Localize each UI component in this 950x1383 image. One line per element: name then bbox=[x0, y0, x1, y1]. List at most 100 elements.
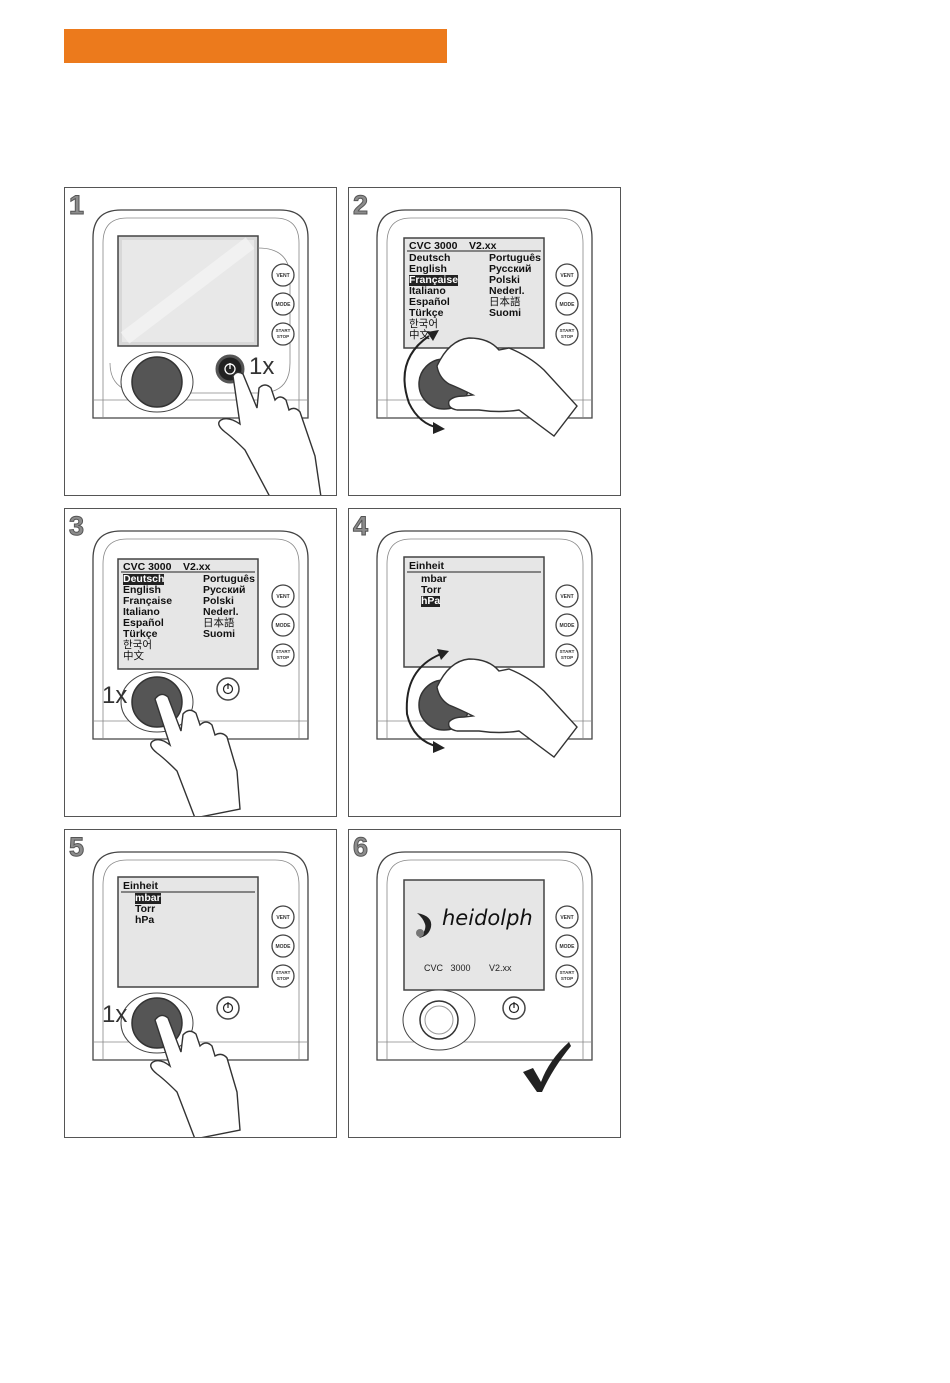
language-option[interactable]: Polski bbox=[203, 595, 234, 607]
vent-button bbox=[271, 584, 295, 608]
language-option[interactable]: Suomi bbox=[203, 628, 236, 640]
version-label: V2.xx bbox=[489, 963, 512, 973]
language-option[interactable]: Español bbox=[123, 617, 164, 629]
step-3-panel: VENT MODE START STOP 3 1x CVC 3000 V2.xx… bbox=[64, 508, 337, 817]
unit-option-selected[interactable]: mbar bbox=[135, 892, 161, 904]
pointing-hand bbox=[150, 1014, 241, 1137]
svg-text:STOP: STOP bbox=[561, 655, 573, 660]
pointing-hand bbox=[218, 371, 322, 495]
checkmark-icon bbox=[523, 1042, 571, 1092]
svg-text:START: START bbox=[560, 970, 575, 975]
svg-text:START: START bbox=[276, 328, 291, 333]
svg-text:MODE: MODE bbox=[560, 944, 576, 950]
language-option-selected[interactable]: Française bbox=[409, 274, 459, 286]
svg-text:VENT: VENT bbox=[276, 915, 289, 921]
version-label: V2.xx bbox=[469, 240, 497, 252]
start-stop-button bbox=[271, 964, 295, 988]
language-option[interactable]: 日本語 bbox=[203, 617, 235, 629]
press-count-label: 1x bbox=[102, 682, 128, 709]
step-6-panel: VENT MODE START STOP 6 heidolph CVC 3000… bbox=[348, 829, 621, 1138]
press-count-label: 1x bbox=[249, 353, 275, 380]
step-1-panel: VENT MODE START STOP 1 1x bbox=[64, 187, 337, 496]
language-option[interactable]: Italiano bbox=[409, 285, 446, 297]
controller-illustration: VENT MODE START STOP bbox=[376, 530, 593, 758]
language-menu: CVC 3000 V2.xx Deutsch English Française… bbox=[409, 241, 541, 345]
language-option[interactable]: Русский bbox=[489, 263, 532, 275]
controller-illustration: VENT MODE START STOP bbox=[92, 851, 309, 1137]
mode-button bbox=[555, 613, 579, 637]
unit-menu-title: Einheit bbox=[123, 880, 159, 892]
step-number: 2 bbox=[352, 190, 369, 221]
step-4-panel: VENT MODE START STOP 4 Einheit mbar Torr… bbox=[348, 508, 621, 817]
language-option[interactable]: Polski bbox=[489, 274, 520, 286]
unit-option[interactable]: hPa bbox=[135, 914, 155, 926]
step-number: 6 bbox=[352, 832, 369, 863]
language-option[interactable]: Türkçe bbox=[409, 307, 444, 319]
language-option[interactable]: Русский bbox=[203, 584, 246, 596]
start-stop-button bbox=[555, 643, 579, 667]
svg-text:VENT: VENT bbox=[560, 273, 573, 279]
svg-text:STOP: STOP bbox=[277, 976, 289, 981]
svg-text:VENT: VENT bbox=[560, 915, 573, 921]
language-option[interactable]: Deutsch bbox=[409, 252, 451, 264]
svg-text:MODE: MODE bbox=[276, 302, 292, 308]
language-option[interactable]: Nederl. bbox=[489, 285, 525, 297]
step-2-panel: VENT MODE START STOP 2 CVC 3000 V2.xx De… bbox=[348, 187, 621, 496]
svg-text:STOP: STOP bbox=[561, 334, 573, 339]
svg-text:MODE: MODE bbox=[276, 623, 292, 629]
unit-option[interactable]: Torr bbox=[421, 584, 442, 596]
vent-button bbox=[271, 263, 295, 287]
language-option[interactable]: Português bbox=[489, 252, 541, 264]
turning-hand bbox=[436, 658, 578, 758]
language-option[interactable]: 中文 bbox=[409, 329, 430, 341]
mode-button bbox=[271, 934, 295, 958]
controller-illustration: VENT MODE START STOP bbox=[376, 209, 593, 437]
language-option[interactable]: 中文 bbox=[123, 650, 144, 662]
step-number: 1 bbox=[68, 190, 85, 221]
language-option[interactable]: 한국어 bbox=[123, 639, 152, 651]
display-screen bbox=[403, 879, 545, 991]
language-option[interactable]: Português bbox=[203, 573, 255, 585]
vent-button bbox=[555, 584, 579, 608]
svg-text:STOP: STOP bbox=[277, 655, 289, 660]
language-option[interactable]: Française bbox=[123, 595, 173, 607]
display-screen bbox=[403, 556, 545, 668]
start-stop-button bbox=[271, 643, 295, 667]
step-number: 5 bbox=[68, 832, 85, 863]
start-stop-button bbox=[555, 964, 579, 988]
svg-text:STOP: STOP bbox=[561, 976, 573, 981]
language-option[interactable]: Suomi bbox=[489, 307, 522, 319]
heidolph-logo-icon bbox=[417, 913, 432, 938]
language-option[interactable]: Español bbox=[409, 296, 450, 308]
language-option[interactable]: Italiano bbox=[123, 606, 160, 618]
language-option[interactable]: 日本語 bbox=[489, 296, 521, 308]
language-option[interactable]: Türkçe bbox=[123, 628, 158, 640]
language-option[interactable]: English bbox=[123, 584, 161, 596]
start-stop-button bbox=[271, 322, 295, 346]
language-option[interactable]: 한국어 bbox=[409, 318, 438, 330]
unit-option-selected[interactable]: hPa bbox=[421, 595, 441, 607]
pointing-hand bbox=[150, 693, 241, 816]
unit-option[interactable]: mbar bbox=[421, 573, 447, 585]
press-count-label: 1x bbox=[102, 1001, 128, 1028]
mode-button bbox=[271, 613, 295, 637]
language-option[interactable]: Nederl. bbox=[203, 606, 239, 618]
unit-option[interactable]: Torr bbox=[135, 903, 156, 915]
language-menu: CVC 3000 V2.xx Deutsch English Française… bbox=[123, 562, 255, 666]
vent-button bbox=[555, 905, 579, 929]
svg-text:MODE: MODE bbox=[560, 623, 576, 629]
svg-text:START: START bbox=[560, 328, 575, 333]
step-5-panel: VENT MODE START STOP 5 1x Einheit mbar T… bbox=[64, 829, 337, 1138]
vent-button bbox=[271, 905, 295, 929]
svg-text:START: START bbox=[560, 649, 575, 654]
rotate-arrow bbox=[405, 653, 442, 748]
language-option[interactable]: English bbox=[409, 263, 447, 275]
rotary-knob bbox=[131, 356, 183, 408]
svg-text:MODE: MODE bbox=[560, 302, 576, 308]
controller-illustration: VENT MODE START STOP bbox=[376, 851, 593, 1092]
svg-text:STOP: STOP bbox=[277, 334, 289, 339]
language-option-selected[interactable]: Deutsch bbox=[123, 573, 165, 585]
version-label: V2.xx bbox=[183, 561, 211, 573]
controller-illustration: VENT MODE START STOP bbox=[92, 209, 322, 495]
brand-logo-text: heidolph bbox=[442, 906, 533, 930]
